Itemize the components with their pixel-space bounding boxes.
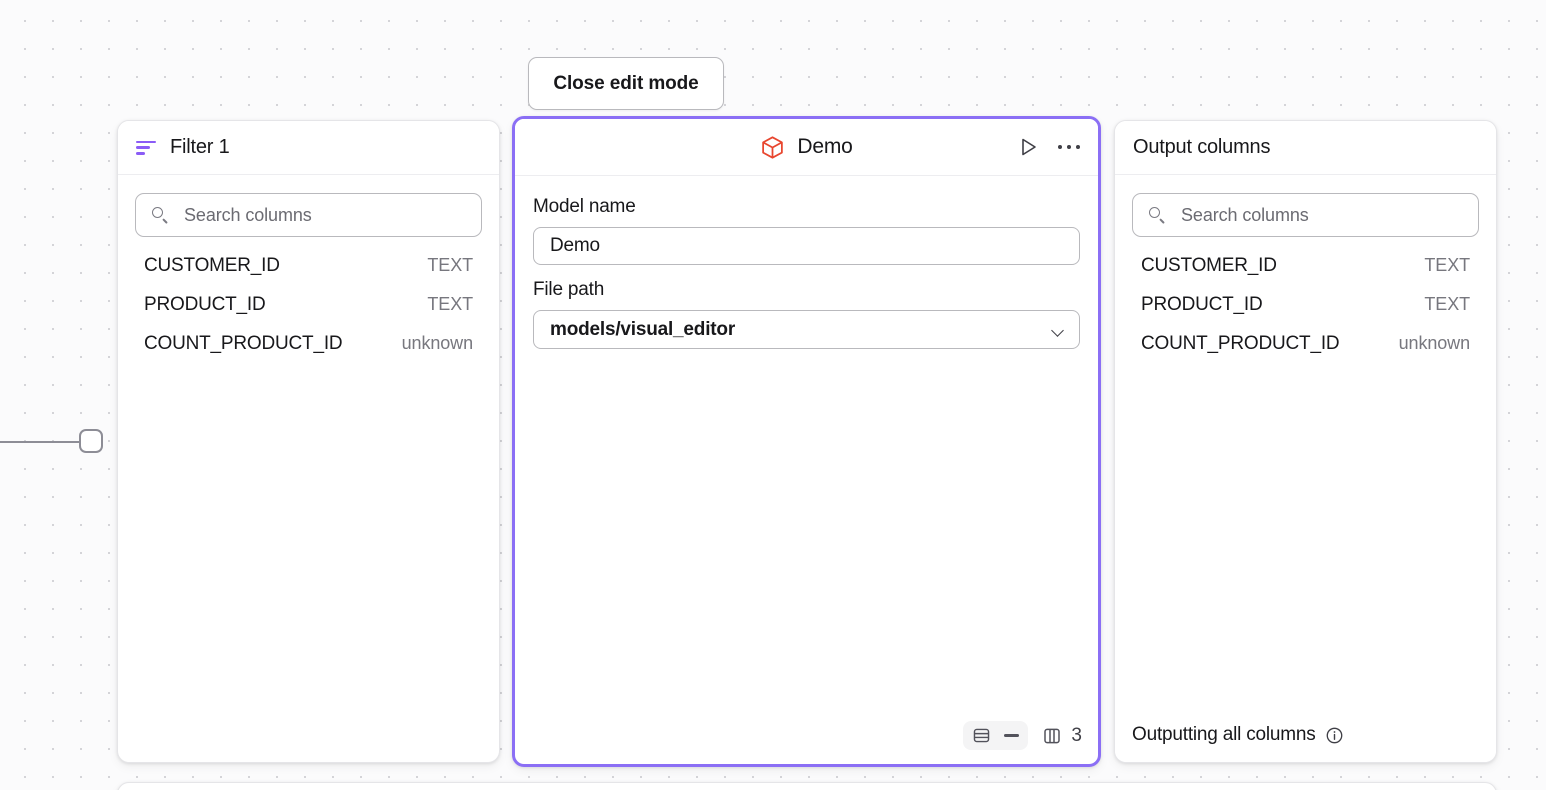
ellipsis-icon[interactable] <box>1056 137 1082 157</box>
demo-node-header: Demo <box>515 119 1098 176</box>
play-icon[interactable] <box>1016 135 1040 159</box>
list-item[interactable]: PRODUCT_ID TEXT <box>135 294 482 333</box>
demo-node-footer: 3 <box>963 721 1082 750</box>
demo-node-title-group: Demo <box>760 135 853 160</box>
output-columns-node[interactable]: Output columns Search columns CUSTOMER_I… <box>1114 120 1497 763</box>
output-status-text: Outputting all columns <box>1132 724 1316 745</box>
column-type: TEXT <box>427 294 473 314</box>
column-name: COUNT_PRODUCT_ID <box>1141 333 1340 354</box>
column-name: PRODUCT_ID <box>1141 294 1263 315</box>
filter-search-input[interactable]: Search columns <box>135 193 482 237</box>
filter-node[interactable]: Filter 1 Search columns CUSTOMER_ID TEXT… <box>117 120 500 763</box>
file-path-select[interactable]: models/visual_editor <box>533 310 1080 349</box>
list-item[interactable]: CUSTOMER_ID TEXT <box>135 255 482 294</box>
list-item[interactable]: CUSTOMER_ID TEXT <box>1132 255 1479 294</box>
demo-node-form: Model name Demo File path models/visual_… <box>515 176 1098 349</box>
output-node-body: Search columns CUSTOMER_ID TEXT PRODUCT_… <box>1115 175 1496 372</box>
model-name-label: Model name <box>533 196 636 217</box>
list-item[interactable]: COUNT_PRODUCT_ID unknown <box>1132 333 1479 372</box>
info-icon[interactable] <box>1325 726 1344 745</box>
row-count-value <box>1004 734 1020 737</box>
connection-edge <box>0 441 81 443</box>
column-type: TEXT <box>427 255 473 275</box>
model-name-input[interactable]: Demo <box>533 227 1080 265</box>
cube-icon <box>762 135 784 159</box>
column-name: CUSTOMER_ID <box>1141 255 1277 276</box>
filter-icon <box>136 140 156 155</box>
column-type: unknown <box>1398 333 1470 353</box>
close-edit-mode-button[interactable]: Close edit mode <box>528 57 724 110</box>
search-icon <box>1149 206 1166 224</box>
column-type: TEXT <box>1424 255 1470 275</box>
next-node-partial[interactable] <box>117 782 1497 790</box>
columns-icon[interactable] <box>1042 726 1062 746</box>
rows-icon[interactable] <box>972 726 991 745</box>
output-column-list: CUSTOMER_ID TEXT PRODUCT_ID TEXT COUNT_P… <box>1132 255 1479 372</box>
output-node-header: Output columns <box>1115 121 1496 175</box>
filter-node-header: Filter 1 <box>118 121 499 175</box>
column-name: COUNT_PRODUCT_ID <box>144 333 343 354</box>
connection-handle[interactable] <box>79 429 103 453</box>
search-icon <box>152 206 169 224</box>
output-node-footer: Outputting all columns <box>1115 708 1496 762</box>
output-search-input[interactable]: Search columns <box>1132 193 1479 237</box>
demo-node-actions <box>1016 119 1082 175</box>
list-item[interactable]: COUNT_PRODUCT_ID unknown <box>135 333 482 372</box>
column-count-value: 3 <box>1071 724 1082 746</box>
list-item[interactable]: PRODUCT_ID TEXT <box>1132 294 1479 333</box>
column-name: CUSTOMER_ID <box>144 255 280 276</box>
column-count-group: 3 <box>1042 725 1082 747</box>
filter-column-list: CUSTOMER_ID TEXT PRODUCT_ID TEXT COUNT_P… <box>135 255 482 372</box>
file-path-label: File path <box>533 279 605 300</box>
column-type: unknown <box>401 333 473 353</box>
demo-model-node[interactable]: Demo Model name Demo File path models/vi… <box>512 116 1101 767</box>
row-count-group <box>963 721 1029 750</box>
column-name: PRODUCT_ID <box>144 294 266 315</box>
filter-node-body: Search columns CUSTOMER_ID TEXT PRODUCT_… <box>118 175 499 372</box>
output-search-placeholder: Search columns <box>1181 204 1309 225</box>
filter-search-placeholder: Search columns <box>184 204 312 225</box>
demo-node-title: Demo <box>797 135 853 158</box>
column-type: TEXT <box>1424 294 1470 314</box>
chevron-down-icon <box>1052 326 1065 334</box>
file-path-value: models/visual_editor <box>550 318 736 340</box>
output-node-title: Output columns <box>1133 136 1271 158</box>
filter-node-title: Filter 1 <box>170 136 230 158</box>
